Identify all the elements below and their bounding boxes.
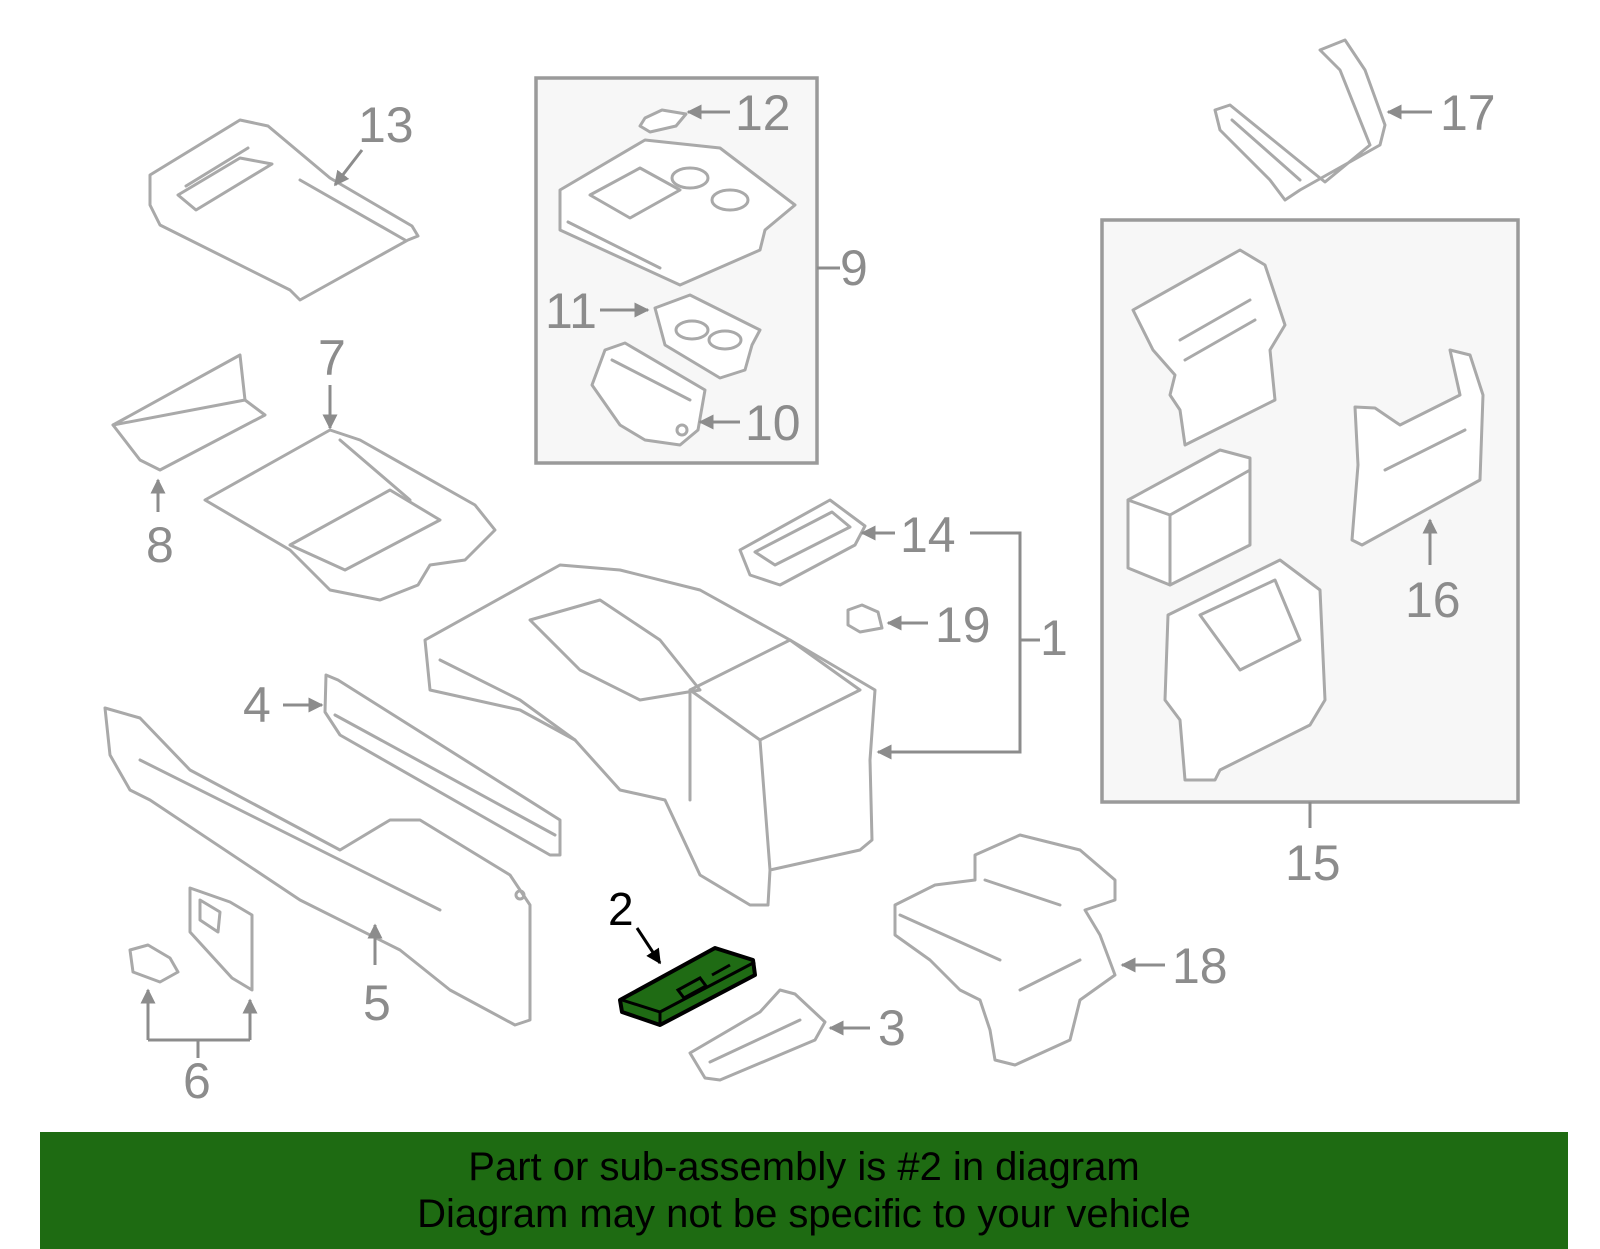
callout-2: 2: [608, 883, 634, 935]
callout-16: 16: [1405, 572, 1461, 628]
part-1-console-body: [423, 563, 877, 907]
callout-8: 8: [146, 517, 174, 573]
callout-13: 13: [358, 97, 414, 153]
callout-7: 7: [318, 330, 346, 386]
part-2-highlighted: [618, 946, 757, 1027]
callout-1: 1: [1040, 610, 1068, 666]
part-8-flat-cover: [111, 353, 267, 472]
part-17-u-trim: [1213, 38, 1387, 202]
part-14-tray: [738, 498, 867, 587]
callout-11: 11: [545, 283, 597, 339]
part-16-side-bezel: [1350, 348, 1485, 547]
callout-14: 14: [900, 507, 956, 563]
part-9-console-top: [558, 138, 797, 287]
callout-4: 4: [243, 677, 271, 733]
part-6-pieces: [128, 886, 254, 992]
part-15-storage-block: [1126, 448, 1252, 587]
part-5-side-panel: [103, 706, 532, 1027]
callout-17: 17: [1440, 85, 1496, 141]
leader-2: [635, 927, 662, 965]
callout-15: 15: [1285, 835, 1341, 891]
part-15-lower-housing: [1163, 558, 1327, 782]
part-13-top-trim: [148, 118, 420, 302]
part-4-side-strip: [323, 673, 562, 857]
callout-18: 18: [1172, 938, 1228, 994]
callout-5: 5: [363, 975, 391, 1031]
banner-line-part: Part or sub-assembly is #2 in diagram: [468, 1144, 1140, 1189]
banner-line-disclaimer: Diagram may not be specific to your vehi…: [417, 1191, 1191, 1236]
part-12-small-clip: [638, 108, 688, 134]
leader-lines: [140, 104, 1438, 1058]
part-3-bracket: [688, 988, 827, 1082]
part-19-clip: [846, 603, 884, 634]
part-18-armrest: [893, 833, 1117, 1067]
callout-6: 6: [183, 1053, 211, 1109]
notice-banner: Part or sub-assembly is #2 in diagram Di…: [40, 1132, 1568, 1249]
part-10-storage-bin: [590, 341, 707, 447]
callout-19: 19: [935, 597, 991, 653]
callout-12: 12: [735, 85, 791, 141]
part-15-upper-bezel: [1131, 248, 1287, 447]
part-7-tray-panel: [203, 428, 497, 602]
callout-3: 3: [878, 1000, 906, 1056]
callout-9: 9: [840, 240, 868, 296]
part-11-cupholder: [653, 293, 762, 380]
callout-10: 10: [745, 395, 801, 451]
